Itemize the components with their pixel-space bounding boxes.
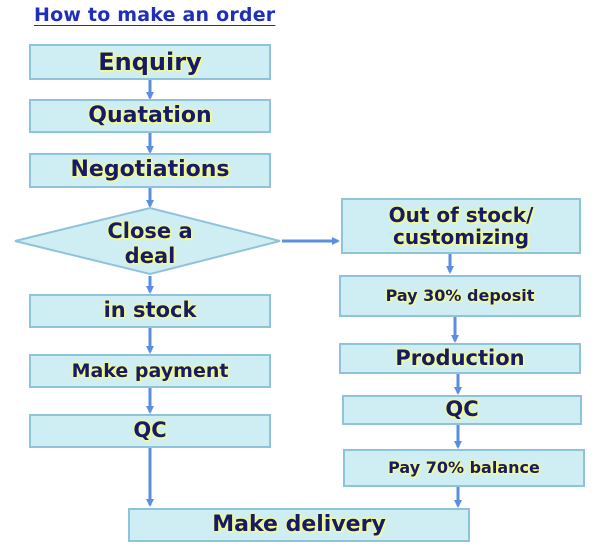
- step-balance: Pay 70% balance: [343, 449, 585, 487]
- step-make-payment: Make payment: [29, 354, 271, 388]
- step-out-of-stock: Out of stock/ customizing: [341, 198, 581, 254]
- step-quotation-label: Quatation: [88, 102, 212, 128]
- step-production-label: Production: [395, 345, 525, 370]
- decision-label: Close a deal: [70, 219, 230, 269]
- step-production: Production: [339, 343, 581, 374]
- decision-diamond: [14, 206, 281, 276]
- step-deposit: Pay 30% deposit: [339, 275, 581, 317]
- step-in-stock-label: in stock: [103, 298, 197, 323]
- step-out-of-stock-line2: customizing: [392, 225, 530, 249]
- step-enquiry-label: Enquiry: [98, 47, 202, 76]
- step-enquiry: Enquiry: [29, 44, 271, 80]
- step-qc-left: QC: [29, 414, 271, 448]
- step-make-payment-label: Make payment: [71, 359, 229, 382]
- step-quotation: Quatation: [29, 99, 271, 133]
- step-qc-left-label: QC: [133, 418, 167, 443]
- step-deposit-label: Pay 30% deposit: [385, 286, 535, 306]
- step-in-stock: in stock: [29, 294, 271, 328]
- step-balance-label: Pay 70% balance: [388, 458, 540, 478]
- decision-label-line1: Close a: [107, 219, 193, 243]
- step-negotiations-label: Negotiations: [70, 157, 230, 183]
- decision-label-line2: deal: [124, 243, 176, 268]
- step-qc-right: QC: [342, 395, 582, 425]
- page-title: How to make an order: [34, 4, 276, 26]
- step-qc-right-label: QC: [445, 397, 479, 422]
- step-out-of-stock-line1: Out of stock/: [388, 203, 534, 227]
- step-make-delivery-label: Make delivery: [212, 511, 386, 537]
- step-negotiations: Negotiations: [29, 153, 271, 188]
- step-make-delivery: Make delivery: [128, 508, 470, 542]
